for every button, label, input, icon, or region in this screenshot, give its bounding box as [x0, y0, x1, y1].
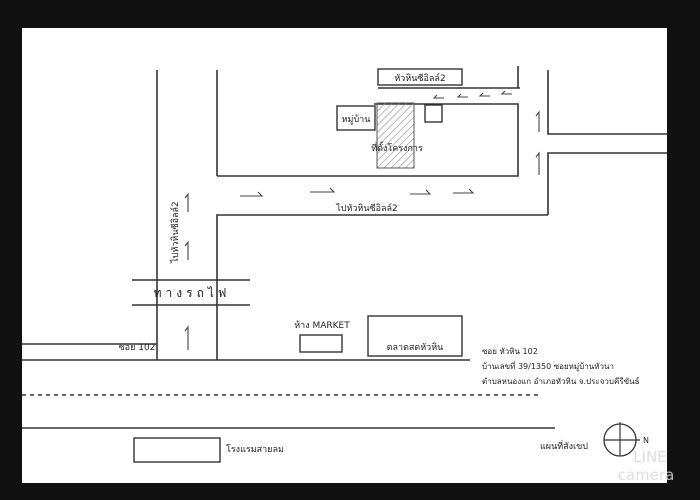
- hotel-box: [133, 437, 221, 463]
- compass-icon: N: [603, 422, 649, 457]
- arrow-up-left-3: [184, 325, 189, 350]
- arrow-up-right-1: [535, 110, 540, 132]
- arrow-left-2: [478, 92, 490, 97]
- village-label: หมู่บ้าน: [342, 114, 371, 125]
- roads: [22, 66, 667, 429]
- arrow-up-right-2: [535, 151, 540, 175]
- railway-label: ทางรถไฟ: [154, 286, 231, 300]
- arrow-left-3: [456, 93, 468, 98]
- soi-102-label: ซอย 102: [119, 343, 156, 353]
- arrow-right-2: [310, 187, 336, 193]
- arrow-left-1: [500, 90, 512, 95]
- fresh-market-label: ตลาดสดหัวหิน: [387, 342, 444, 353]
- right-road-lower: [547, 152, 667, 215]
- arrow-up-left-1: [184, 192, 189, 212]
- market-label: ห้าง MARKET: [294, 320, 350, 331]
- direction-arrows: [184, 90, 540, 350]
- address-line-3: ตำบลหนองแก อำเภอหัวหิน จ.ประจวบคีรีขันธ์: [482, 376, 640, 386]
- address-line-2: บ้านเลขที่ 39/1350 ซอยหมู่บ้านหัวนา: [482, 360, 614, 372]
- address-line-1: ซอย หัวหิน 102: [482, 347, 538, 356]
- middle-road-label: ไปหัวหินซีอิลล์2: [335, 202, 398, 214]
- right-road-upper: [547, 70, 667, 135]
- arrow-left-4: [432, 94, 444, 99]
- vertical-road-label: ไปหัวหินซีอิลล์2: [169, 201, 181, 264]
- map-paper: [22, 28, 667, 483]
- arrow-right-4: [453, 188, 475, 194]
- arrow-right-3: [410, 189, 432, 195]
- watermark-line-2: camera: [618, 466, 675, 484]
- middle-road: [216, 214, 548, 360]
- hotel-label: โรงแรมสายลม: [226, 444, 284, 455]
- market-box: [299, 334, 343, 353]
- top-road-label: หัวหินซีอิลล์2: [394, 72, 445, 84]
- project-label: ที่ตั้งโครงการ: [371, 141, 423, 154]
- fresh-market-box: [367, 315, 463, 357]
- legend-label: แผนที่สังเขป: [540, 439, 588, 452]
- arrow-up-left-2: [184, 240, 189, 260]
- top-road-label-box: [377, 68, 463, 86]
- arrow-right-1: [240, 191, 264, 197]
- village-box: [336, 105, 376, 131]
- watermark-line-1: LINE: [633, 448, 666, 466]
- project-site-area: [376, 102, 415, 169]
- compass-north-label: N: [643, 436, 649, 445]
- project-block-outline: [217, 103, 519, 177]
- small-building-box: [424, 104, 443, 123]
